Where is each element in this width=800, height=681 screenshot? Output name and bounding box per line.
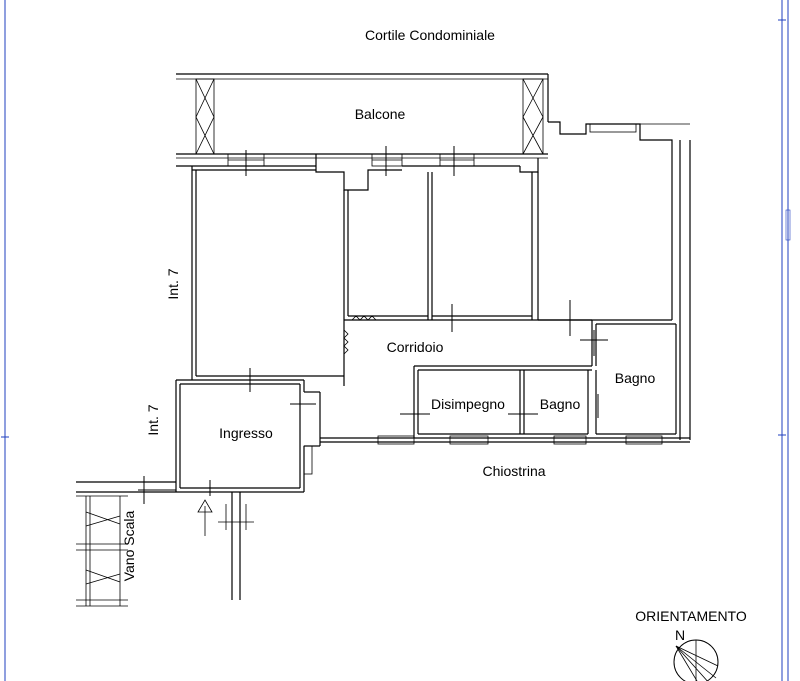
disimpegno-label: Disimpegno <box>431 396 505 412</box>
int7-label-top: Int. 7 <box>165 268 181 299</box>
stairwell <box>76 481 254 607</box>
balcony <box>176 73 549 159</box>
ingresso-label: Ingresso <box>219 425 273 441</box>
bagno-right-label: Bagno <box>615 370 656 386</box>
arrow-up-icon <box>197 499 213 536</box>
dimension-ticks <box>138 146 608 504</box>
int7-label-bottom: Int. 7 <box>145 404 161 435</box>
compass-north-arrow-icon <box>673 639 719 681</box>
corridoio-label: Corridoio <box>387 339 444 355</box>
orientamento-label: ORIENTAMENTO <box>635 608 747 624</box>
balcone-label: Balcone <box>355 106 406 122</box>
vano-scala-label: Vano Scala <box>121 511 137 582</box>
exterior-walls <box>175 121 691 493</box>
interior-walls <box>343 172 677 438</box>
openings <box>227 123 663 475</box>
chiostrina-label: Chiostrina <box>482 463 545 479</box>
bagno-small-label: Bagno <box>540 396 581 412</box>
cortile-label: Cortile Condominiale <box>365 27 495 43</box>
north-label: N <box>675 627 685 643</box>
